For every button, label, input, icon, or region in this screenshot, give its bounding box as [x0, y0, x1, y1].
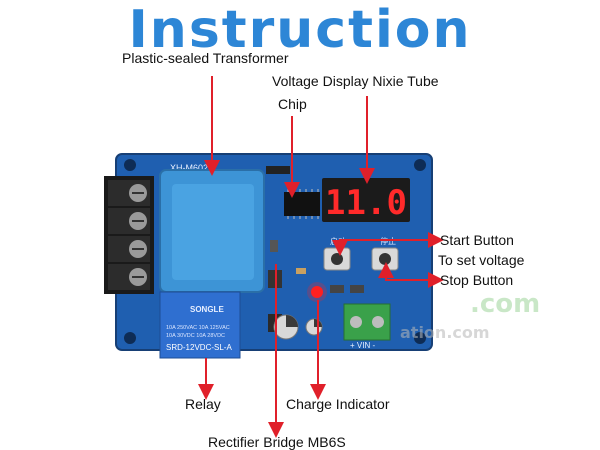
watermark-2: ation.com: [400, 323, 490, 342]
capacitor: [305, 318, 323, 336]
stop-arrow-left: [378, 262, 436, 281]
vin-label: + VIN -: [350, 341, 375, 350]
transformer: [159, 169, 265, 293]
label-transformer: Plastic-sealed Transformer: [122, 50, 289, 66]
smd-component: [296, 268, 306, 274]
board-model: XH-M602: [170, 163, 208, 173]
relay-spec-2: 10A 30VDC 10A 28VDC: [166, 333, 225, 339]
annotation-arrows: [198, 76, 444, 438]
vin-terminal: [343, 303, 391, 341]
capacitor: [273, 314, 299, 340]
charge-led: [311, 286, 323, 298]
voltage-display: 11.0: [322, 178, 410, 223]
label-set-voltage: To set voltage: [438, 252, 525, 268]
header-pins: [266, 166, 290, 174]
display-value: 11.0: [325, 183, 407, 223]
smd-component: [350, 285, 364, 293]
relay-brand: SONGLE: [190, 305, 224, 314]
watermark-1: .com: [470, 289, 540, 319]
page-title: Instruction: [128, 0, 472, 60]
mount-hole: [414, 159, 426, 171]
label-relay: Relay: [185, 396, 221, 412]
mount-hole: [124, 332, 136, 344]
label-chip: Chip: [278, 96, 307, 112]
ic-chip: [284, 189, 320, 219]
mount-hole: [124, 159, 136, 171]
label-rectifier: Rectifier Bridge MB6S: [208, 434, 346, 450]
relay-model: SRD-12VDC-SL-A: [166, 343, 232, 352]
label-display: Voltage Display Nixie Tube: [272, 73, 439, 89]
relay: SONGLE 10A 250VAC 10A 125VAC 10A 30VDC 1…: [159, 291, 241, 359]
mount-hole: [414, 332, 426, 344]
relay-spec-1: 10A 250VAC 10A 125VAC: [166, 325, 230, 331]
label-charge-indicator: Charge Indicator: [286, 396, 390, 412]
stop-button: [371, 247, 399, 271]
smd-component: [330, 285, 344, 293]
start-button: [323, 247, 351, 271]
screw-terminal-block: [104, 176, 154, 294]
smd-component: [270, 240, 278, 252]
label-stop-button: Stop Button: [440, 272, 514, 288]
label-start-button: Start Button: [440, 232, 514, 248]
